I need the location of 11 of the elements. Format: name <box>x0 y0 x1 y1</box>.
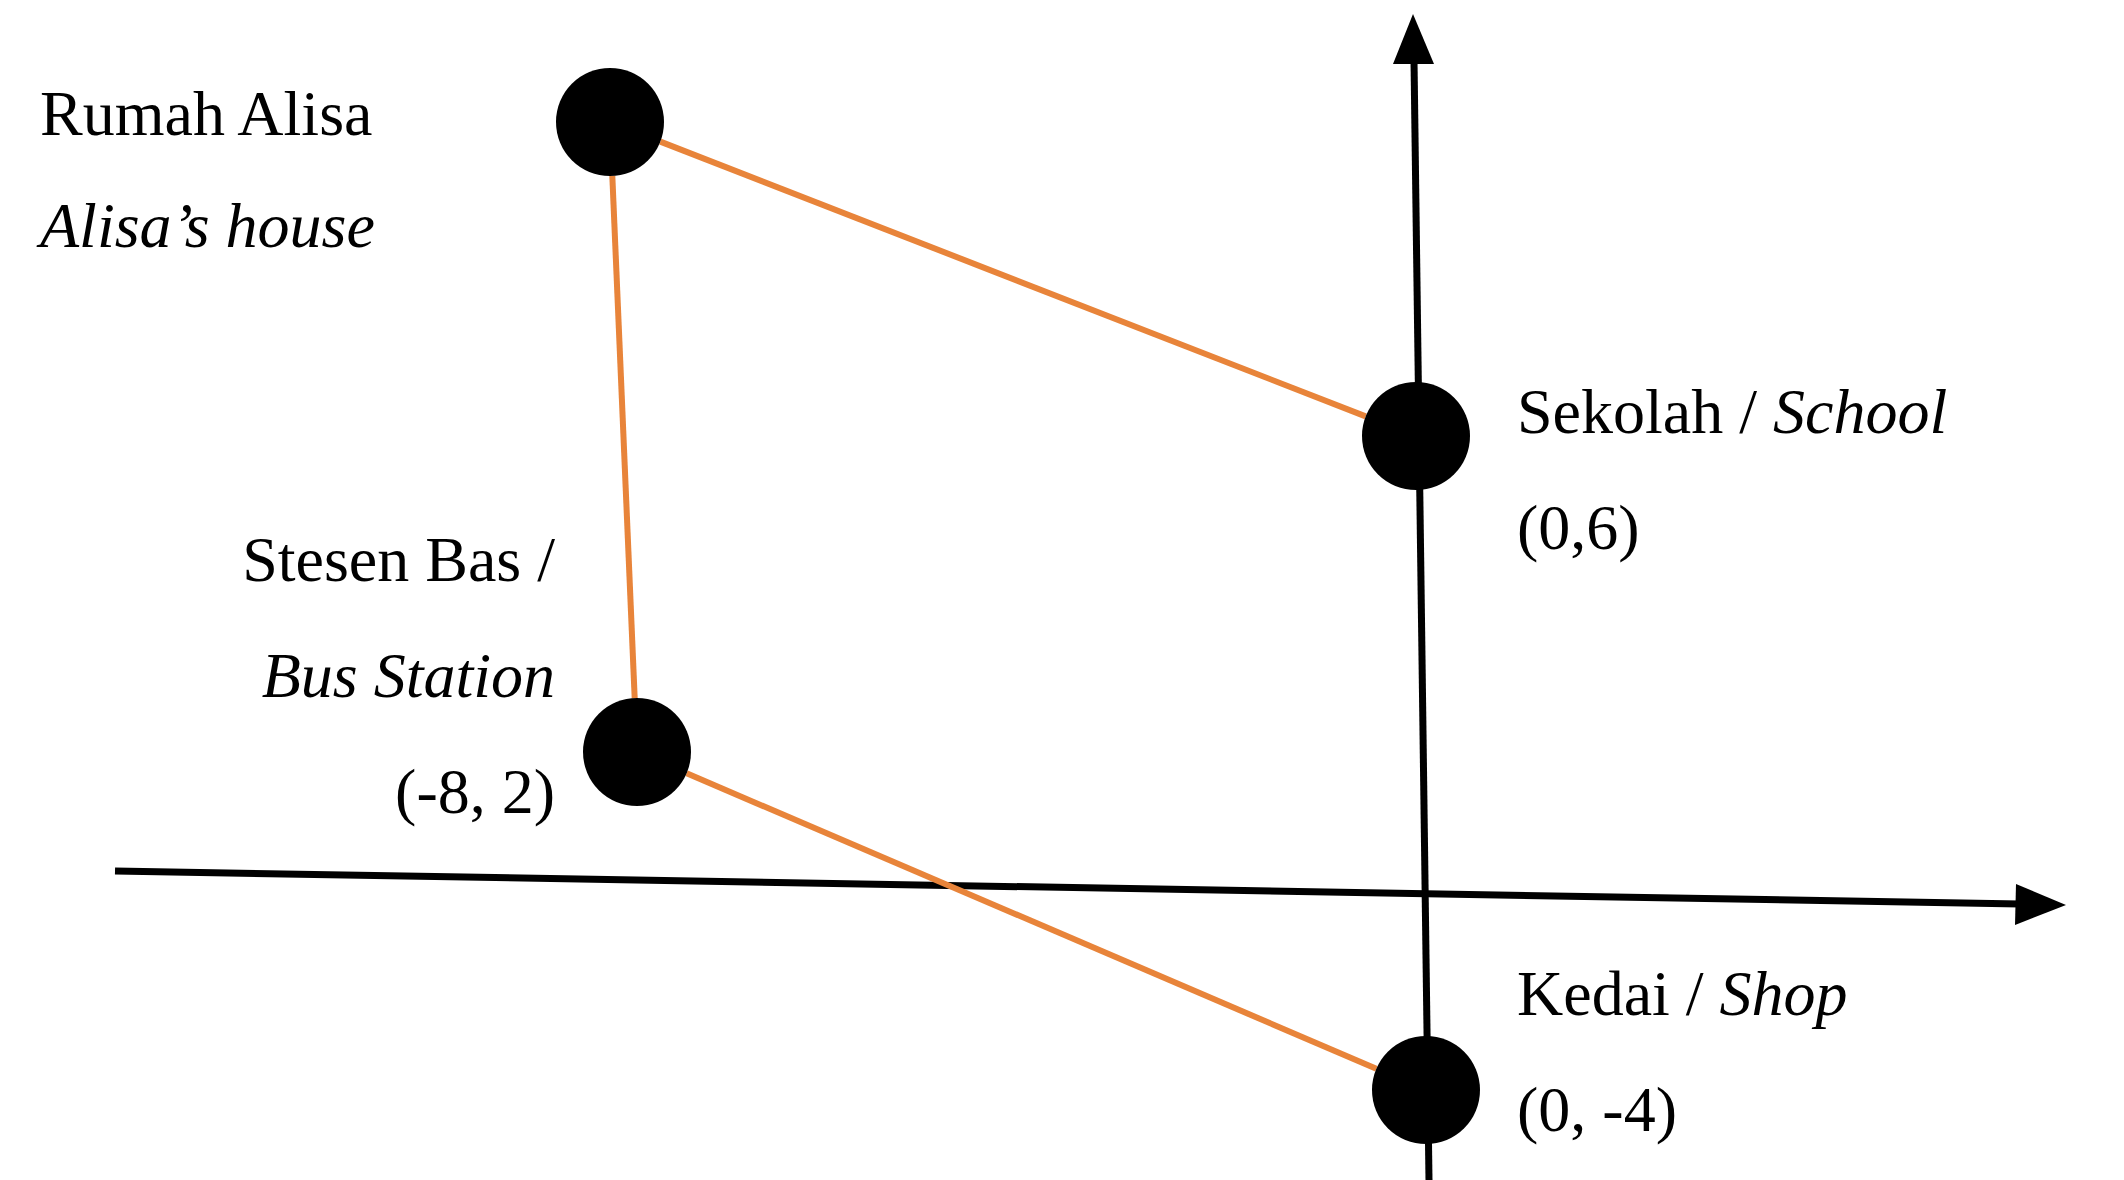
point-label: Rumah Alisa <box>40 78 373 150</box>
point-label: Bus Station <box>261 640 555 712</box>
point-label: Stesen Bas / <box>242 524 555 596</box>
coordinate-label: (0,6) <box>1517 492 1640 564</box>
connector-line <box>659 138 1367 420</box>
point-label: Sekolah / School <box>1517 376 1948 448</box>
connector-line <box>685 770 1378 1072</box>
coordinate-label: (0, -4) <box>1517 1074 1677 1146</box>
point-label: Kedai / Shop <box>1517 958 1848 1030</box>
connector-line <box>609 175 638 699</box>
coordinate-label: (-8, 2) <box>395 756 555 828</box>
